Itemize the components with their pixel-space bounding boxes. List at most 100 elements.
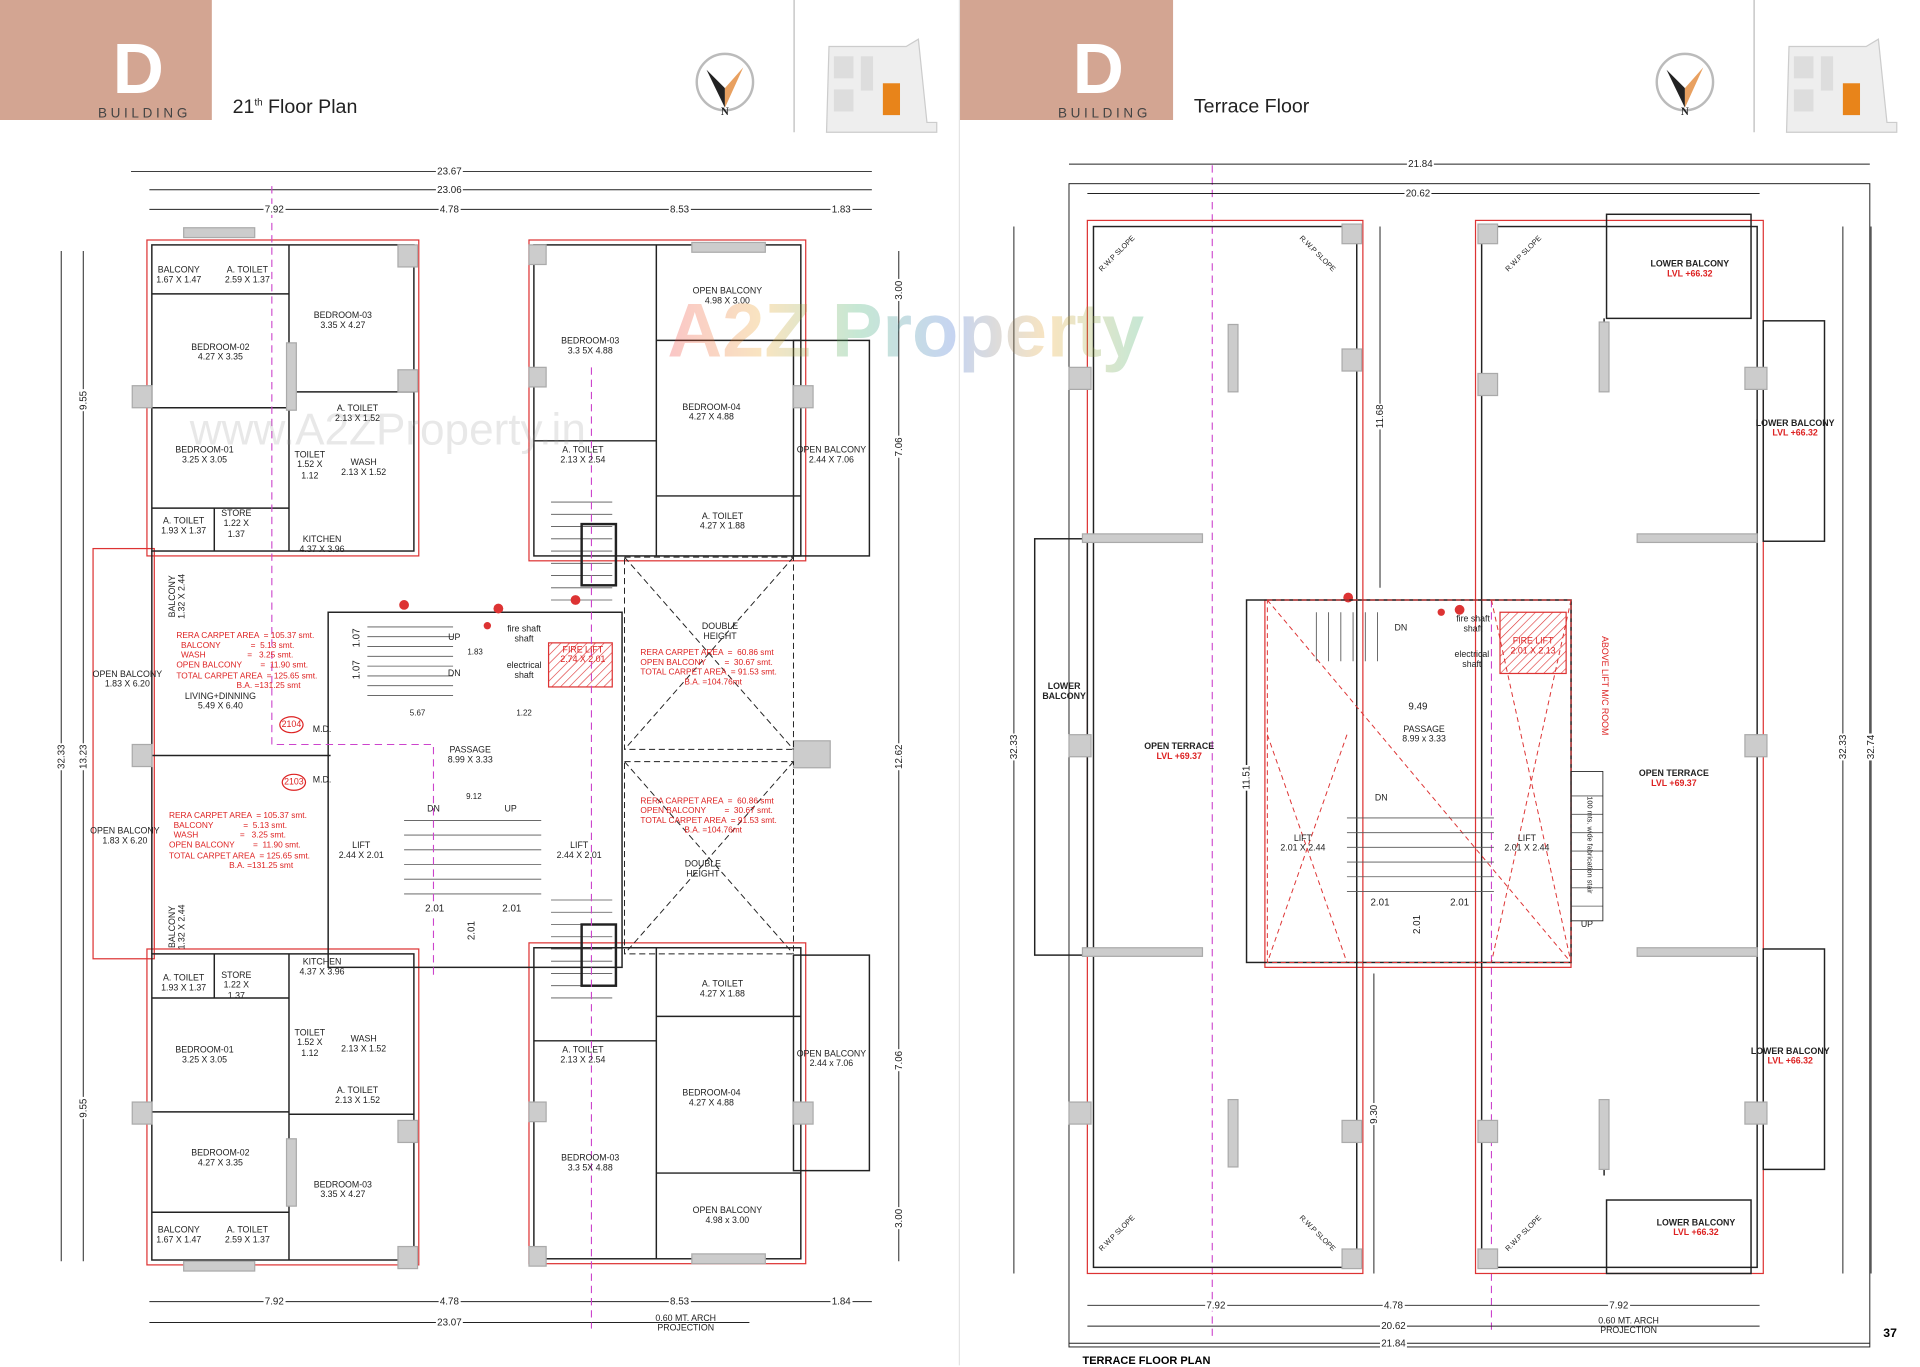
dim-label: 1.07 bbox=[350, 627, 362, 649]
double-height-void bbox=[624, 556, 794, 955]
dim-label: 21.84 bbox=[1406, 158, 1434, 170]
dim-label: 1.22 bbox=[515, 709, 534, 719]
dim-label: 9.49 bbox=[1407, 701, 1429, 713]
dim-label: 32.74 bbox=[1865, 733, 1877, 761]
dim-label: 11.51 bbox=[1241, 764, 1253, 791]
main-door-label: M.D. bbox=[312, 723, 332, 735]
stair-down-label: DN bbox=[1374, 792, 1388, 804]
dim-label: 5.67 bbox=[408, 709, 427, 719]
dim-label: 8.53 bbox=[668, 203, 691, 215]
dim-label: 3.00 bbox=[893, 1207, 905, 1230]
watermark-url: www.A2ZProperty.in bbox=[189, 404, 586, 455]
dim-label: 7.06 bbox=[893, 436, 905, 458]
dim-label: 32.33 bbox=[55, 743, 67, 771]
staircase bbox=[367, 501, 618, 999]
dim-label: 4.78 bbox=[1382, 1299, 1405, 1311]
area-statement: RERA CARPET AREA = 105.37 smt. BALCONY =… bbox=[168, 811, 310, 871]
stair-down-label: DN bbox=[427, 803, 440, 815]
unit-number: 2104 bbox=[279, 716, 304, 734]
dim-label: 1.84 bbox=[830, 1296, 852, 1308]
columns bbox=[131, 227, 831, 1272]
dim-label: 7.06 bbox=[893, 1049, 905, 1072]
dim-label: 13.23 bbox=[77, 743, 89, 771]
building-word: BUILDING bbox=[97, 106, 191, 122]
area-statement: RERA CARPET AREA = 60.86 smt OPEN BALCON… bbox=[640, 797, 777, 836]
area-statement: RERA CARPET AREA = 60.86 smt OPEN BALCON… bbox=[640, 648, 777, 688]
dim-label: 4.78 bbox=[438, 203, 461, 215]
dim-label: 2.01 bbox=[1411, 913, 1423, 936]
building-word: BUILDING bbox=[1057, 106, 1151, 122]
dim-label: 8.53 bbox=[668, 1296, 691, 1308]
terrace-walls-solid bbox=[1068, 223, 1768, 1270]
lift-machine-room-note: ABOVE LIFT M/C ROOM bbox=[1599, 636, 1611, 736]
dim-label: 2.01 bbox=[465, 919, 477, 942]
dim-label: 1.07 bbox=[350, 659, 362, 681]
dim-label: 11.68 bbox=[1374, 403, 1386, 430]
dim-label: 2.01 bbox=[1369, 896, 1391, 908]
slab-outline bbox=[271, 165, 1492, 1341]
building-badge-left bbox=[0, 0, 212, 121]
dim-label: 9.12 bbox=[464, 792, 483, 802]
dim-label: 7.92 bbox=[1205, 1299, 1227, 1311]
dim-label: 20.62 bbox=[1379, 1320, 1407, 1332]
dim-label: 4.78 bbox=[438, 1296, 461, 1308]
stair-up-label: UP bbox=[504, 803, 517, 815]
building-badge-right bbox=[960, 0, 1174, 121]
dim-label: 9.55 bbox=[77, 1097, 89, 1119]
header-divider bbox=[793, 0, 795, 133]
stair-down-label: DN bbox=[1394, 621, 1408, 633]
dim-label: 7.92 bbox=[1608, 1299, 1630, 1311]
dim-label: 1.83 bbox=[830, 203, 852, 215]
main-door-label: M.D. bbox=[312, 773, 332, 785]
dim-label: 23.67 bbox=[435, 165, 463, 177]
dim-label: 2.01 bbox=[501, 903, 523, 915]
dim-label: 7.92 bbox=[263, 1296, 286, 1308]
dim-label: 2.01 bbox=[423, 903, 446, 915]
header-divider bbox=[1753, 0, 1755, 133]
watermark-brand: A2Z Property bbox=[667, 288, 1145, 374]
